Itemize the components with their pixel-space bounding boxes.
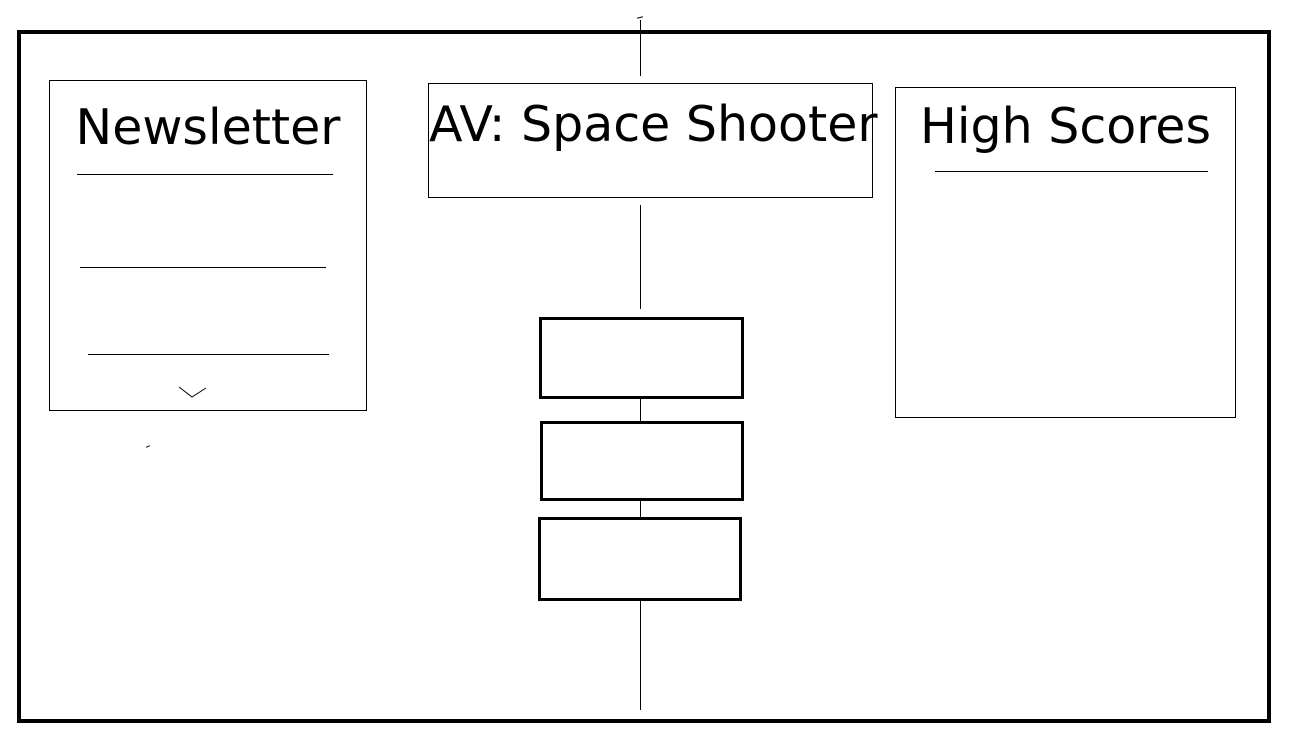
- center-divider: [640, 20, 641, 76]
- high-scores-panel: High Scores: [895, 87, 1236, 418]
- title-panel: AV: Space Shooter: [428, 83, 878, 198]
- menu-button[interactable]: [540, 421, 744, 501]
- center-divider: [640, 600, 641, 710]
- page-title: AV: Space Shooter: [429, 96, 878, 153]
- newsletter-title-underline: [77, 174, 333, 175]
- menu-button[interactable]: [538, 517, 742, 601]
- center-divider: [640, 500, 641, 520]
- stray-mark: [636, 16, 644, 19]
- newsletter-panel: Newsletter: [49, 80, 367, 411]
- center-divider: [640, 398, 641, 422]
- chevron-down-icon[interactable]: [178, 385, 208, 399]
- menu-button[interactable]: [539, 317, 744, 399]
- wireframe-frame: [17, 30, 1271, 723]
- high-scores-title: High Scores: [920, 98, 1211, 155]
- newsletter-field[interactable]: [88, 354, 329, 355]
- center-divider: [640, 205, 641, 309]
- high-scores-title-underline: [935, 171, 1208, 172]
- newsletter-title: Newsletter: [75, 99, 341, 156]
- newsletter-field[interactable]: [80, 267, 326, 268]
